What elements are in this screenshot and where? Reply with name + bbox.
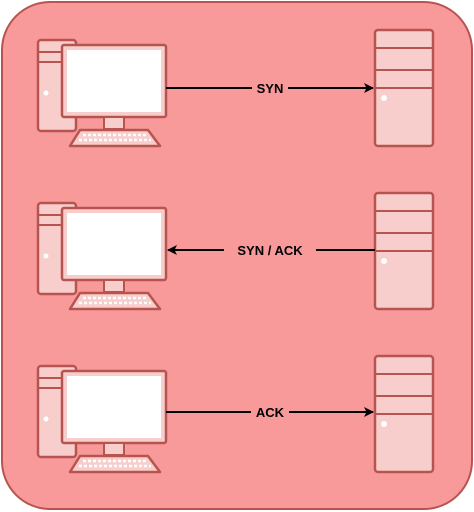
syn-label: SYN [257,81,284,96]
client-computer-icon [36,364,168,474]
syn-label-bg [252,80,288,96]
handshake-row-2: SYN / ACK [36,191,435,311]
server-icon [373,191,435,311]
client-computer-icon [36,201,168,311]
client-computer-icon [36,38,168,148]
ack-label-bg [251,404,289,420]
syn-ack-label: SYN / ACK [237,243,303,258]
syn-ack-label-bg [224,242,316,258]
server-icon [373,28,435,148]
ack-label: ACK [256,405,285,420]
handshake-row-1: SYN [36,28,435,148]
handshake-row-3: ACK [36,354,435,474]
server-icon [373,354,435,474]
